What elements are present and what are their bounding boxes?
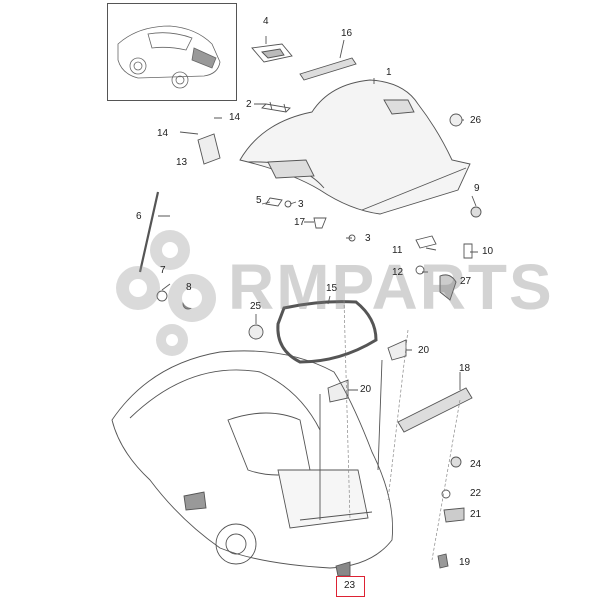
part-19-shape [437, 553, 449, 569]
part-21-shape [443, 507, 465, 523]
part-13-shape [197, 133, 221, 165]
part-5-shape [265, 197, 283, 207]
part-16-shape [299, 57, 357, 81]
callout-26: 26 [470, 115, 482, 126]
callout-18: 18 [459, 363, 471, 374]
callout-14-right: 14 [229, 112, 241, 123]
vehicle-thumbnail [107, 3, 237, 101]
callout-11: 11 [392, 245, 403, 256]
part-10-shape [463, 243, 473, 259]
part-18-rail [397, 387, 473, 433]
part-25-shape [248, 324, 264, 340]
callout-25: 25 [250, 301, 262, 312]
callout-7: 9 [474, 183, 480, 194]
callout-23: 23 [344, 580, 356, 591]
part-20b-shape [327, 379, 349, 403]
part-12-shape [415, 265, 425, 275]
vehicle-thumbnail-drawing [117, 25, 221, 89]
callout-6: 6 [136, 211, 142, 222]
callout-14-left: 14 [157, 128, 169, 139]
callout-10: 10 [482, 246, 494, 257]
part-22-shape [441, 489, 451, 499]
part-26-shape [449, 113, 463, 127]
watermark-gears-icon [116, 230, 216, 356]
part-6-strut [138, 191, 160, 273]
highlighted-callout-box[interactable]: 23 [336, 576, 365, 597]
callout-22: 22 [470, 488, 482, 499]
callout-16: 16 [341, 28, 353, 39]
part-4-shape [251, 43, 293, 63]
callout-19: 19 [459, 557, 471, 568]
part-11-shape [415, 235, 437, 249]
callout-12: 12 [392, 267, 404, 278]
callout-20-a: 20 [418, 345, 430, 356]
callout-3-a: 3 [298, 199, 304, 210]
callout-2: 2 [246, 99, 252, 110]
part-2-shape [261, 101, 291, 113]
callout-21: 21 [470, 509, 482, 520]
part-17-shape [313, 217, 327, 229]
watermark-text: RMPARTS [228, 251, 554, 323]
part-27-shape [439, 274, 457, 301]
car-body [111, 350, 393, 569]
part-24-shape [450, 456, 462, 468]
callout-20-b: 20 [360, 384, 372, 395]
callout-3-b: 3 [365, 233, 371, 244]
part-15-seal [276, 300, 378, 364]
callout-1: 1 [386, 67, 392, 78]
callout-9: 8 [186, 282, 192, 293]
callout-8: 7 [160, 265, 166, 276]
callout-13: 13 [176, 157, 188, 168]
part-23-shape [335, 561, 351, 577]
callout-5: 5 [256, 195, 262, 206]
part-7-shape [470, 206, 482, 218]
callout-27: 27 [460, 276, 472, 287]
callout-17: 17 [294, 217, 306, 228]
part-20a-shape [387, 339, 407, 361]
callout-15: 15 [326, 283, 338, 294]
part-1-lid [239, 79, 471, 215]
part-8-shape [156, 290, 168, 302]
callout-4: 4 [263, 16, 269, 27]
callout-24: 24 [470, 459, 482, 470]
